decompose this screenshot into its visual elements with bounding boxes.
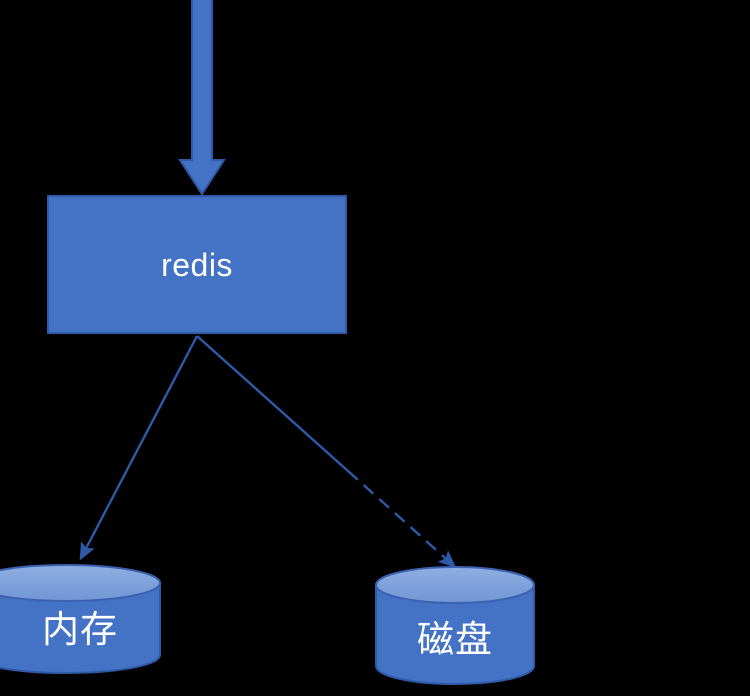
inbound-request-arrow — [178, 0, 226, 196]
connector-redis-to-disk — [196, 335, 457, 568]
disk-cylinder[interactable] — [375, 566, 535, 685]
memory-cylinder[interactable] — [0, 564, 161, 674]
connector-redis-to-memory — [79, 335, 199, 561]
redis-box[interactable] — [47, 195, 347, 334]
